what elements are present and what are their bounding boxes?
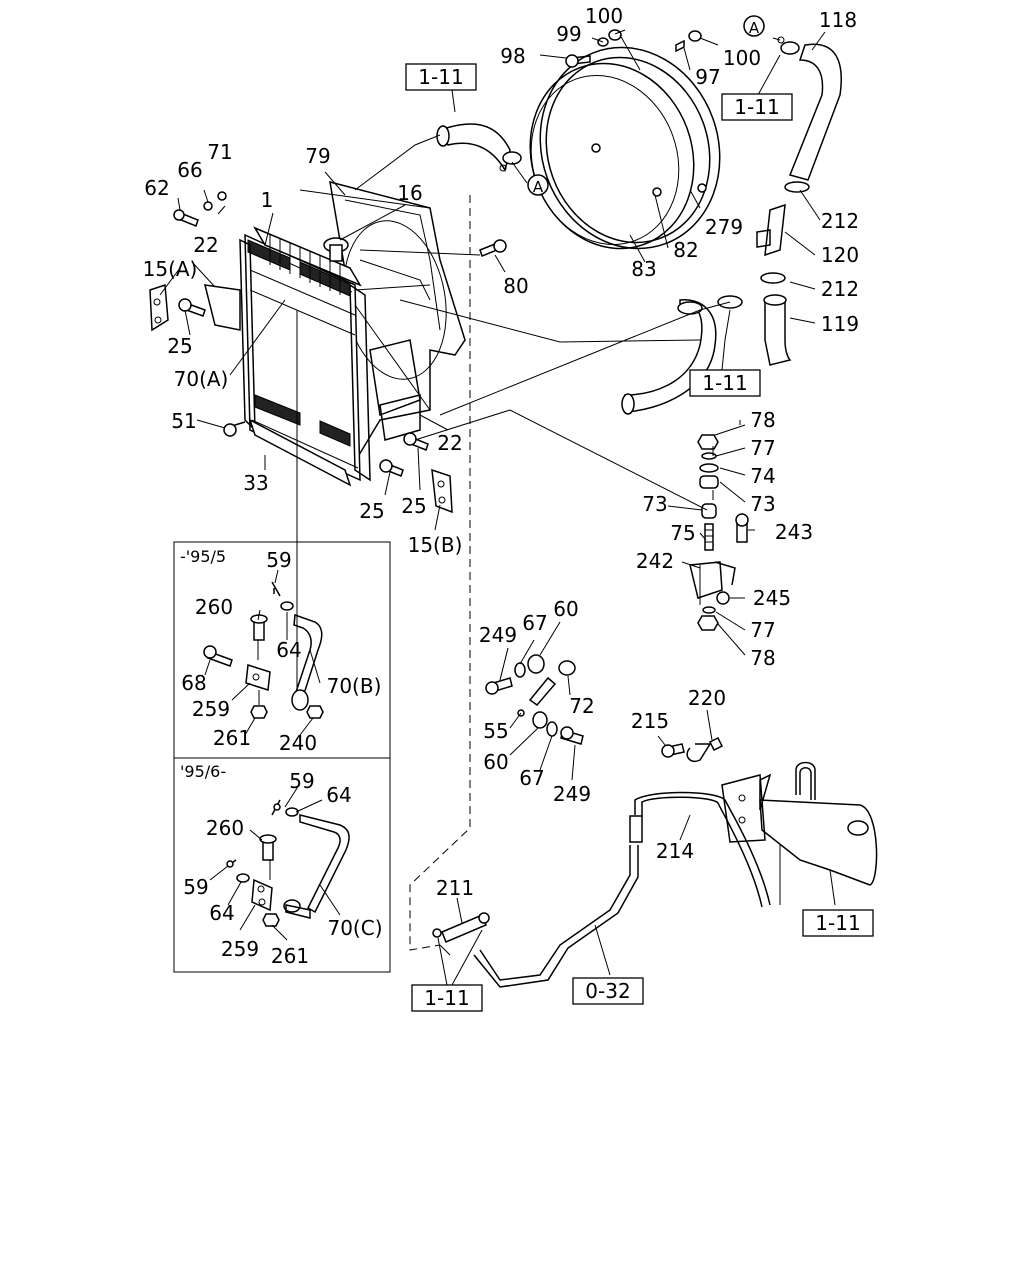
callouts: A A xyxy=(527,15,765,196)
hose-118 xyxy=(777,36,842,193)
part-label: 22 xyxy=(437,431,462,455)
part-label: 70(B) xyxy=(327,674,382,698)
part-label: 260 xyxy=(195,595,233,619)
part-label: 55 xyxy=(483,719,508,743)
ref-box-1-11: 1-11 xyxy=(418,65,463,89)
inset-titles: -'95/5 '95/6- xyxy=(180,547,226,781)
part-label: 97 xyxy=(695,65,720,89)
part-label: 261 xyxy=(271,944,309,968)
ref-box-1-11: 1-11 xyxy=(815,911,860,935)
part-label: 64 xyxy=(326,783,351,807)
callout-a: A xyxy=(533,178,544,196)
part-label: 240 xyxy=(279,731,317,755)
inset-title-late: '95/6- xyxy=(180,762,226,781)
part-label: 259 xyxy=(221,937,259,961)
hose-211 xyxy=(432,912,490,943)
pipe-120-119 xyxy=(756,203,792,366)
part-label: 67 xyxy=(522,611,547,635)
part-label: 100 xyxy=(585,4,623,28)
part-label: 68 xyxy=(181,671,206,695)
part-labels: 100 99 98 100 97 118 1-11 79 71 66 62 16… xyxy=(143,4,859,968)
part-label: 22 xyxy=(193,233,218,257)
part-label: 72 xyxy=(569,694,594,718)
part-label: 25 xyxy=(359,499,384,523)
part-label: 212 xyxy=(821,277,859,301)
part-label: 71 xyxy=(207,140,232,164)
callout-a: A xyxy=(749,19,760,37)
part-label: 83 xyxy=(631,257,656,281)
part-label: 77 xyxy=(750,436,775,460)
part-label: 79 xyxy=(305,144,330,168)
part-label: 75 xyxy=(670,521,695,545)
part-label: 243 xyxy=(775,520,813,544)
mount-stack xyxy=(689,434,749,631)
part-label: 66 xyxy=(177,158,202,182)
part-label: 77 xyxy=(750,618,775,642)
part-label: 25 xyxy=(401,494,426,518)
part-label: 82 xyxy=(673,238,698,262)
reservoir-hose xyxy=(473,736,771,988)
part-label: 80 xyxy=(503,274,528,298)
part-label: 211 xyxy=(436,876,474,900)
part-label: 74 xyxy=(750,464,775,488)
part-label: 60 xyxy=(553,597,578,621)
part-label: 70(A) xyxy=(174,367,229,391)
part-label: 59 xyxy=(183,875,208,899)
part-label: 249 xyxy=(479,623,517,647)
part-label: 64 xyxy=(276,638,301,662)
part-label: 119 xyxy=(821,312,859,336)
part-label: 33 xyxy=(243,471,268,495)
middle-bracket xyxy=(485,654,584,745)
part-label: 59 xyxy=(266,548,291,572)
part-label: 242 xyxy=(636,549,674,573)
part-label: 279 xyxy=(705,215,743,239)
reference-boxes: 1-11 1-11 1-11 1-11 1-11 0-32 xyxy=(405,63,874,1012)
part-label: 215 xyxy=(631,709,669,733)
radiator-bolts xyxy=(149,191,507,514)
part-label: 214 xyxy=(656,839,694,863)
part-label: 1 xyxy=(261,188,274,212)
ref-box-0-32: 0-32 xyxy=(585,979,630,1003)
part-label: 100 xyxy=(723,46,761,70)
ref-box-1-11: 1-11 xyxy=(734,95,779,119)
ref-box-1-11: 1-11 xyxy=(424,986,469,1010)
part-label: 51 xyxy=(171,409,196,433)
part-label: 78 xyxy=(750,408,775,432)
part-label: 59 xyxy=(289,769,314,793)
part-label: 220 xyxy=(688,686,726,710)
part-label: 245 xyxy=(753,586,791,610)
part-label: 99 xyxy=(556,22,581,46)
part-label: 70(C) xyxy=(327,916,382,940)
part-label: 73 xyxy=(642,492,667,516)
ref-box-1-11: 1-11 xyxy=(702,371,747,395)
ring-fasteners xyxy=(565,29,702,71)
part-label: 25 xyxy=(167,334,192,358)
part-label: 15(A) xyxy=(143,257,198,281)
part-label: 120 xyxy=(821,243,859,267)
part-label: 60 xyxy=(483,750,508,774)
inset-title-early: -'95/5 xyxy=(180,547,226,566)
part-label: 16 xyxy=(397,181,422,205)
part-label: 62 xyxy=(144,176,169,200)
part-label: 98 xyxy=(500,44,525,68)
upper-hose xyxy=(436,123,522,172)
part-label: 261 xyxy=(213,726,251,750)
part-label: 15(B) xyxy=(408,533,463,557)
reservoir-tank xyxy=(721,761,878,886)
part-label: 78 xyxy=(750,646,775,670)
inset-early xyxy=(173,541,391,759)
inset-late xyxy=(173,569,391,973)
part-label: 118 xyxy=(819,8,857,32)
part-label: 260 xyxy=(206,816,244,840)
leader-lines xyxy=(159,29,836,986)
part-label: 249 xyxy=(553,782,591,806)
radiator-assembly xyxy=(204,180,466,487)
part-label: 212 xyxy=(821,209,859,233)
part-label: 64 xyxy=(209,901,234,925)
part-label: 67 xyxy=(519,766,544,790)
part-label: 259 xyxy=(192,697,230,721)
part-label: 73 xyxy=(750,492,775,516)
